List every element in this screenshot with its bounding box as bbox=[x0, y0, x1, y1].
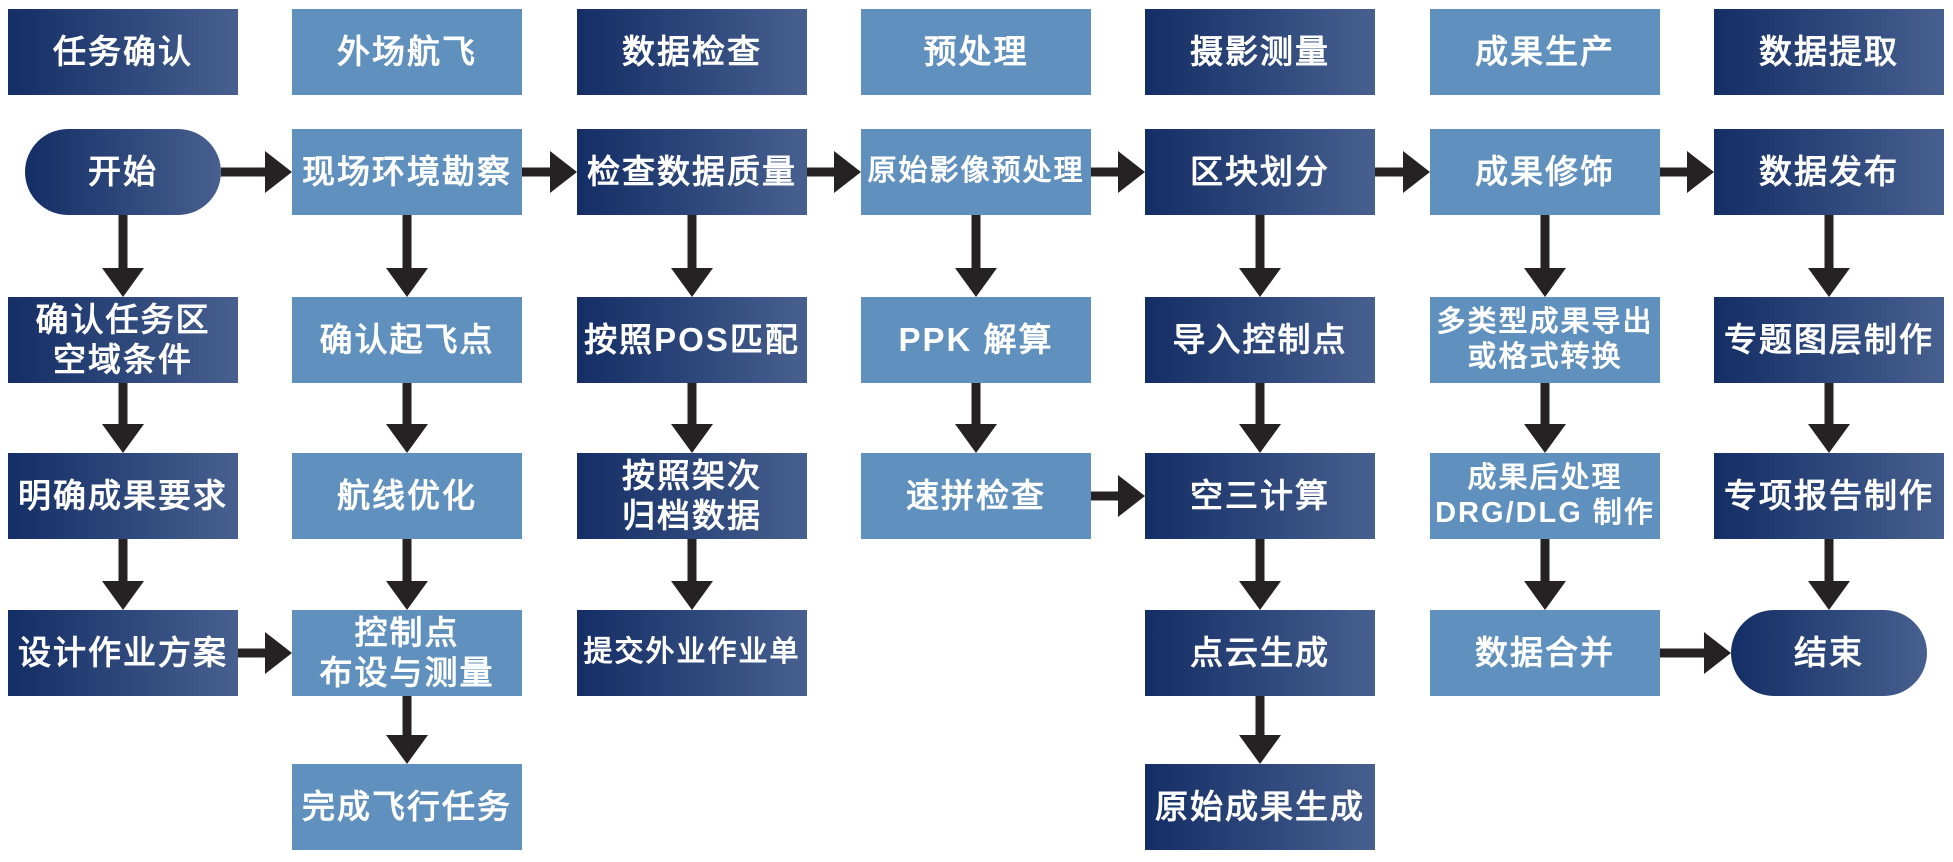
node-control-points: 控制点 布设与测量 bbox=[292, 610, 522, 696]
node-thematic-layer: 专题图层制作 bbox=[1714, 297, 1944, 383]
column-header-6: 成果生产 bbox=[1430, 9, 1660, 95]
arrow-export-convert-to-postprocess-drg-dlg bbox=[1524, 383, 1566, 453]
column-header-3: 数据检查 bbox=[577, 9, 807, 95]
arrow-site-survey-to-confirm-takeoff bbox=[386, 215, 428, 297]
node-raw-preprocess: 原始影像预处理 bbox=[861, 129, 1091, 215]
node-complete-flight: 完成飞行任务 bbox=[292, 764, 522, 850]
node-postprocess-drg-dlg: 成果后处理 DRG/DLG 制作 bbox=[1430, 453, 1660, 539]
node-start: 开始 bbox=[25, 129, 221, 215]
arrow-data-merge-to-end bbox=[1660, 632, 1731, 674]
node-export-convert: 多类型成果导出 或格式转换 bbox=[1430, 297, 1660, 383]
node-route-optimization: 航线优化 bbox=[292, 453, 522, 539]
arrow-check-quality-to-raw-preprocess bbox=[807, 151, 861, 193]
node-site-survey: 现场环境勘察 bbox=[292, 129, 522, 215]
arrow-result-refine-to-data-publish bbox=[1660, 151, 1714, 193]
arrow-clarify-requirements-to-design-plan bbox=[102, 539, 144, 610]
arrow-design-plan-to-control-points bbox=[238, 632, 292, 674]
arrow-ppk-solve-to-quick-mosaic bbox=[955, 383, 997, 453]
arrow-import-gcp-to-aerotriangulation bbox=[1239, 383, 1281, 453]
node-quick-mosaic: 速拼检查 bbox=[861, 453, 1091, 539]
node-special-report: 专项报告制作 bbox=[1714, 453, 1944, 539]
arrow-result-refine-to-export-convert bbox=[1524, 215, 1566, 297]
node-design-plan: 设计作业方案 bbox=[8, 610, 238, 696]
arrow-confirm-area-to-clarify-requirements bbox=[102, 383, 144, 453]
arrow-special-report-to-end bbox=[1808, 539, 1850, 610]
column-header-1: 任务确认 bbox=[8, 9, 238, 95]
node-import-gcp: 导入控制点 bbox=[1145, 297, 1375, 383]
node-check-quality: 检查数据质量 bbox=[577, 129, 807, 215]
column-header-7: 数据提取 bbox=[1714, 9, 1944, 95]
node-data-merge: 数据合并 bbox=[1430, 610, 1660, 696]
arrow-raw-preprocess-to-ppk-solve bbox=[955, 215, 997, 297]
arrow-raw-preprocess-to-block-division bbox=[1091, 151, 1145, 193]
arrow-route-optimization-to-control-points bbox=[386, 539, 428, 610]
node-submit-worksheet: 提交外业作业单 bbox=[577, 610, 807, 696]
arrow-data-publish-to-thematic-layer bbox=[1808, 215, 1850, 297]
arrow-start-to-site-survey bbox=[221, 151, 292, 193]
node-point-cloud: 点云生成 bbox=[1145, 610, 1375, 696]
arrow-quick-mosaic-to-aerotriangulation bbox=[1091, 475, 1145, 517]
node-ppk-solve: PPK 解算 bbox=[861, 297, 1091, 383]
node-result-refine: 成果修饰 bbox=[1430, 129, 1660, 215]
arrow-start-to-confirm-area bbox=[102, 215, 144, 297]
arrow-pos-match-to-archive-by-sortie bbox=[671, 383, 713, 453]
arrow-postprocess-drg-dlg-to-data-merge bbox=[1524, 539, 1566, 610]
arrow-aerotriangulation-to-point-cloud bbox=[1239, 539, 1281, 610]
arrow-control-points-to-complete-flight bbox=[386, 696, 428, 764]
arrow-block-division-to-import-gcp bbox=[1239, 215, 1281, 297]
arrow-archive-by-sortie-to-submit-worksheet bbox=[671, 539, 713, 610]
column-header-4: 预处理 bbox=[861, 9, 1091, 95]
node-raw-results: 原始成果生成 bbox=[1145, 764, 1375, 850]
column-header-5: 摄影测量 bbox=[1145, 9, 1375, 95]
arrow-block-division-to-result-refine bbox=[1375, 151, 1430, 193]
node-archive-by-sortie: 按照架次 归档数据 bbox=[577, 453, 807, 539]
node-confirm-area: 确认任务区 空域条件 bbox=[8, 297, 238, 383]
node-clarify-requirements: 明确成果要求 bbox=[8, 453, 238, 539]
node-confirm-takeoff: 确认起飞点 bbox=[292, 297, 522, 383]
node-aerotriangulation: 空三计算 bbox=[1145, 453, 1375, 539]
node-block-division: 区块划分 bbox=[1145, 129, 1375, 215]
column-header-2: 外场航飞 bbox=[292, 9, 522, 95]
arrow-thematic-layer-to-special-report bbox=[1808, 383, 1850, 453]
arrow-confirm-takeoff-to-route-optimization bbox=[386, 383, 428, 453]
arrow-site-survey-to-check-quality bbox=[522, 151, 577, 193]
arrow-point-cloud-to-raw-results bbox=[1239, 696, 1281, 764]
node-end: 结束 bbox=[1731, 610, 1927, 696]
node-pos-match: 按照POS匹配 bbox=[577, 297, 807, 383]
node-data-publish: 数据发布 bbox=[1714, 129, 1944, 215]
arrow-check-quality-to-pos-match bbox=[671, 215, 713, 297]
